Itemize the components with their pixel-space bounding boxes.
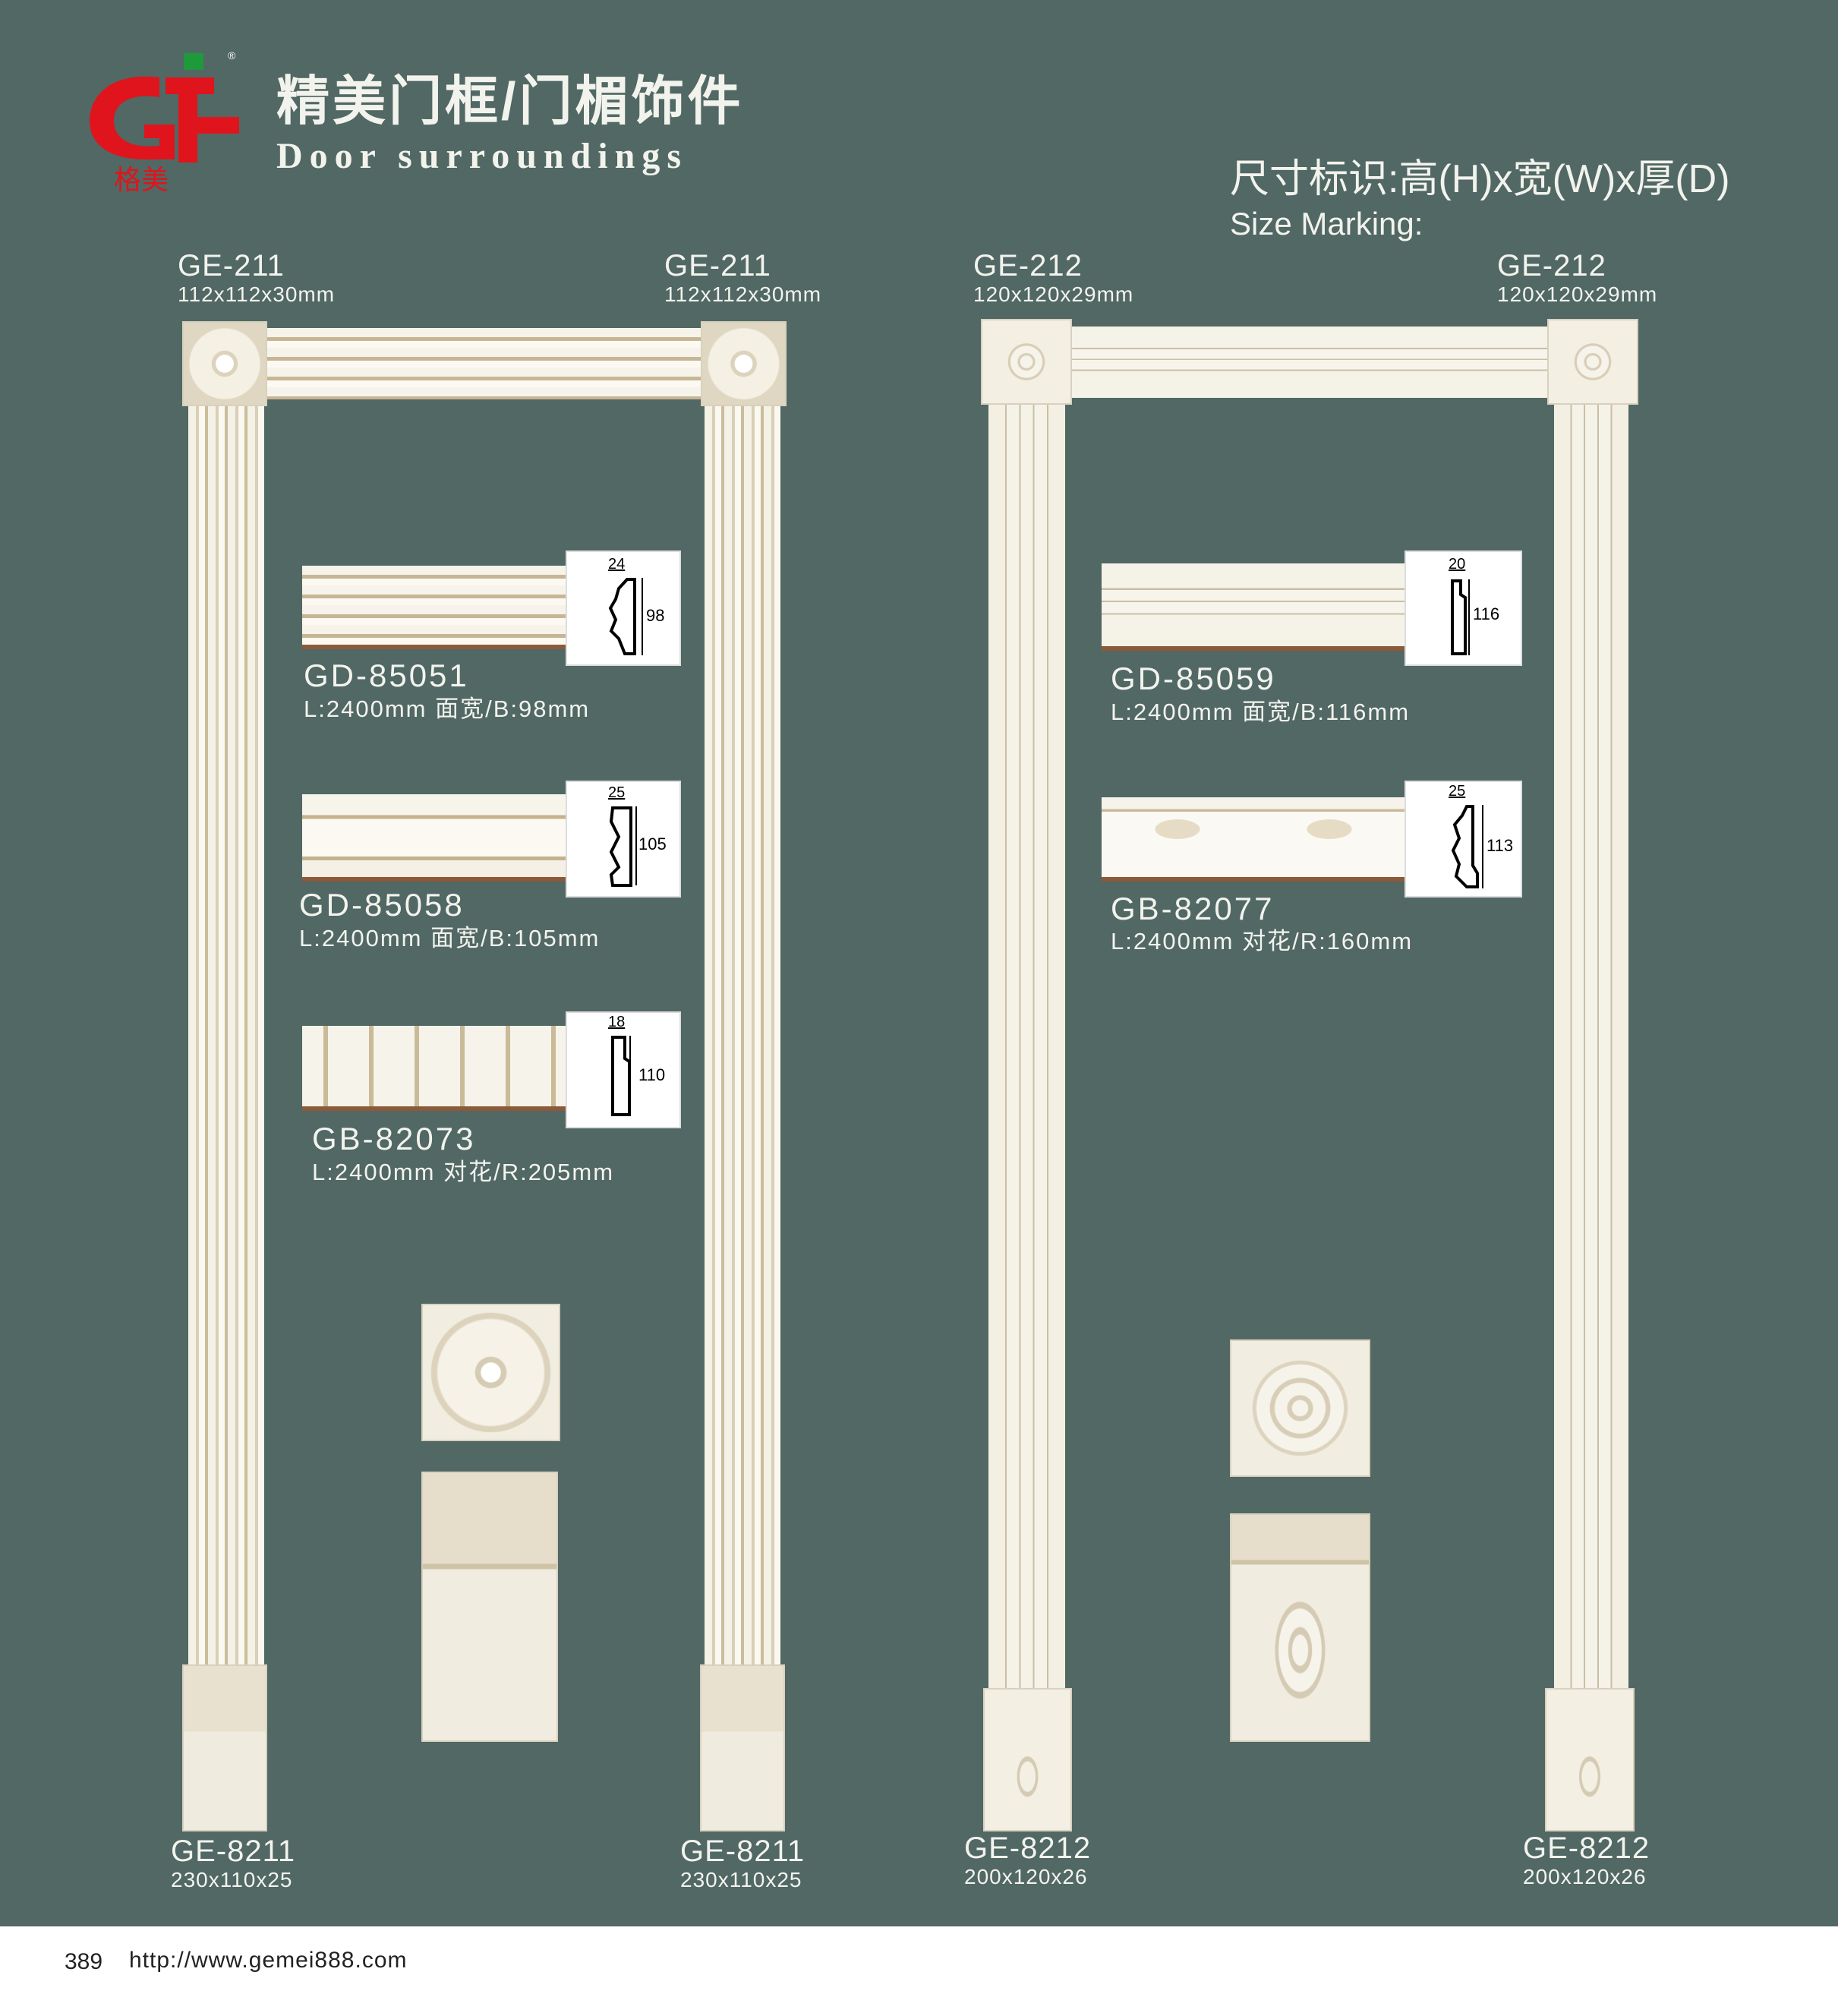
corner-code: GE-211 [664, 249, 771, 282]
frame2-header-molding [1070, 327, 1556, 398]
plinth-size: 230x110x25 [171, 1868, 293, 1891]
rosette-block [182, 321, 267, 406]
molding-code: GB-82077 [1111, 891, 1275, 926]
plinth-size: 200x120x26 [1523, 1865, 1647, 1888]
plinth-size: 200x120x26 [964, 1865, 1088, 1888]
plinth-block [1545, 1688, 1635, 1831]
frame2-left-column [988, 405, 1065, 1688]
corner-size: 120x120x29mm [973, 282, 1134, 306]
molding-code: GD-85051 [304, 658, 469, 693]
frame1-right-column [705, 406, 780, 1664]
profile-diagram: 25 105 [566, 781, 681, 898]
svg-text:®: ® [228, 49, 236, 62]
brand-logo: ® 格美 [84, 49, 247, 196]
molding-spec: L:2400mm 面宽/B:116mm [1111, 699, 1411, 725]
catalog-panel [0, 0, 1838, 1926]
molding-sample [1102, 563, 1405, 651]
plinth-code: GE-8212 [964, 1831, 1092, 1865]
frame1-left-column [188, 406, 264, 1664]
rosette-block [701, 321, 787, 406]
page-number: 389 [65, 1949, 103, 1974]
profile-height: 113 [1486, 836, 1514, 855]
profile-diagram: 25 113 [1405, 781, 1522, 898]
logo-text: 格美 [114, 165, 169, 194]
plinth-code: GE-8211 [171, 1835, 296, 1868]
molding-spec: L:2400mm 对花/R:160mm [1111, 928, 1414, 954]
profile-height: 105 [638, 834, 667, 853]
plinth-block [983, 1688, 1072, 1831]
page-title-cn: 精美门框/门楣饰件 [276, 71, 744, 131]
size-marking-en: Size Marking: [1230, 206, 1423, 241]
website-link[interactable]: http://www.gemei888.com [129, 1948, 408, 1973]
rosette-closeup [421, 1304, 560, 1441]
plinth-closeup [421, 1472, 558, 1742]
profile-height: 110 [638, 1065, 666, 1084]
frame1-header-molding [266, 328, 702, 399]
corner-code: GE-212 [1497, 249, 1606, 282]
profile-depth: 18 [608, 1014, 626, 1030]
molding-spec: L:2400mm 面宽/B:98mm [304, 696, 591, 722]
size-marking-cn: 尺寸标识:高(H)x宽(W)x厚(D) [1230, 157, 1730, 201]
plinth-size: 230x110x25 [680, 1868, 802, 1891]
profile-diagram: 18 110 [566, 1011, 681, 1128]
profile-depth: 24 [608, 556, 626, 573]
plinth-closeup [1230, 1513, 1370, 1742]
corner-size: 112x112x30mm [664, 282, 822, 306]
molding-sample [1102, 797, 1405, 882]
molding-sample [302, 794, 568, 882]
molding-sample [302, 566, 568, 649]
profile-depth: 20 [1449, 556, 1466, 573]
molding-code: GB-82073 [312, 1121, 476, 1156]
round-rosette-block [1547, 319, 1638, 405]
profile-depth: 25 [608, 784, 626, 801]
round-rosette-block [981, 319, 1072, 405]
corner-code: GE-212 [973, 249, 1083, 282]
round-rosette-closeup [1230, 1339, 1370, 1477]
molding-spec: L:2400mm 面宽/B:105mm [299, 925, 601, 951]
profile-height: 98 [646, 606, 665, 625]
molding-spec: L:2400mm 对花/R:205mm [312, 1159, 615, 1185]
frame2-right-column [1554, 405, 1628, 1688]
profile-diagram: 24 98 [566, 551, 681, 666]
plinth-block [700, 1664, 785, 1831]
molding-sample [302, 1026, 568, 1111]
profile-depth: 25 [1449, 783, 1466, 800]
profile-height: 116 [1473, 604, 1500, 623]
plinth-code: GE-8212 [1523, 1831, 1650, 1865]
plinth-code: GE-8211 [680, 1835, 806, 1868]
plinth-block [182, 1664, 267, 1831]
molding-code: GD-85058 [299, 887, 465, 923]
corner-code: GE-211 [178, 249, 285, 282]
molding-code: GD-85059 [1111, 661, 1276, 696]
corner-size: 120x120x29mm [1497, 282, 1658, 306]
profile-diagram: 20 116 [1405, 551, 1522, 666]
page-title-en: Door surroundings [276, 136, 689, 176]
corner-size: 112x112x30mm [178, 282, 336, 306]
